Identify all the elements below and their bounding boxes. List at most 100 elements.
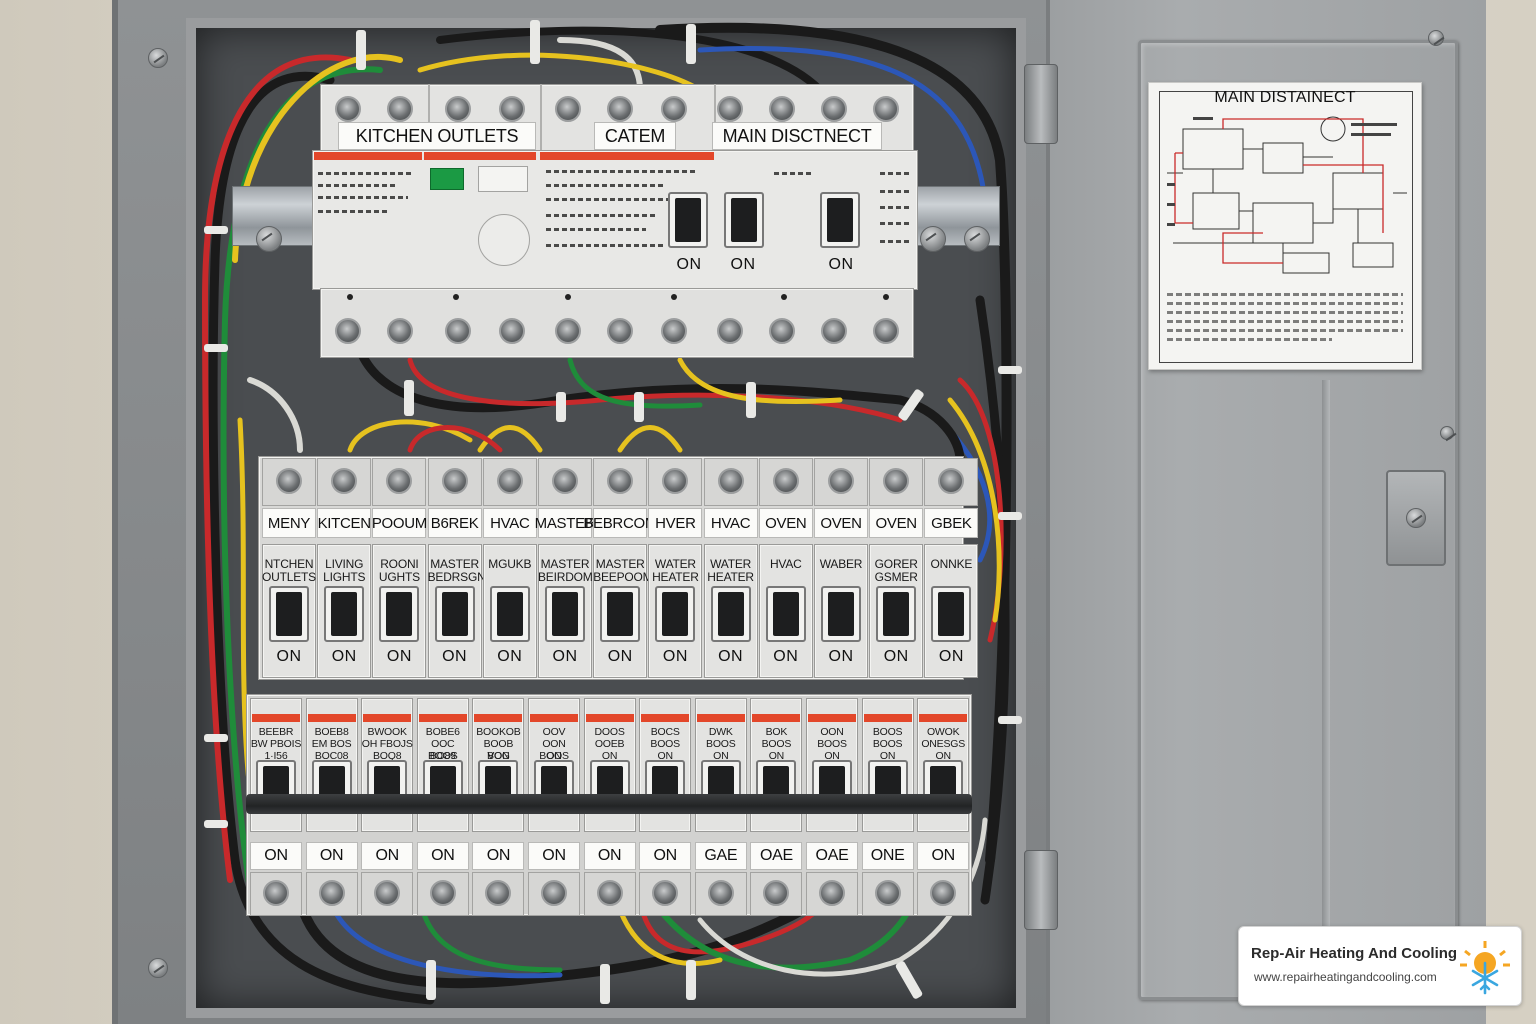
toggle-lever[interactable] <box>772 592 799 636</box>
terminal-screw-icon <box>541 880 567 906</box>
terminal-cell <box>372 458 427 506</box>
breaker-toggle-switch[interactable] <box>269 586 309 642</box>
brand-watermark[interactable]: Rep-Air Heating And Cooling www.repairhe… <box>1238 926 1522 1006</box>
printed-rating-text <box>546 198 686 201</box>
diagram-notes <box>1167 287 1403 347</box>
screw-icon <box>148 48 168 68</box>
breaker-description-line1: ONNKE <box>930 557 973 571</box>
breaker-rating-text: ON <box>879 750 896 762</box>
breaker-toggle-switch[interactable] <box>668 192 708 248</box>
printed-rating-text <box>318 172 412 175</box>
clip-hole <box>453 294 459 300</box>
terminal-screw-icon <box>499 318 525 344</box>
breaker-description-line1: MASTER <box>430 557 479 571</box>
printed-rating-text <box>880 172 910 175</box>
toggle-lever[interactable] <box>607 592 634 636</box>
toggle-lever[interactable] <box>827 198 853 242</box>
breaker-rating-text: OH FBOJS <box>361 738 413 750</box>
breaker-state-label: ON <box>497 648 523 665</box>
printed-rating-text <box>546 214 656 217</box>
breaker-toggle-switch[interactable] <box>876 586 917 642</box>
breaker-state-label: ON <box>828 256 854 273</box>
brand-url[interactable]: www.repairheatingandcooling.com <box>1254 970 1437 984</box>
red-indicator-strip <box>808 714 856 722</box>
terminal-cell <box>538 458 592 506</box>
terminal-screw-icon <box>763 880 790 906</box>
terminal-screw-icon <box>331 468 358 494</box>
printed-rating-text <box>546 184 666 187</box>
toggle-lever[interactable] <box>276 592 302 636</box>
breaker-toggle-switch[interactable] <box>434 586 475 642</box>
breaker-toggle-switch[interactable] <box>324 586 365 642</box>
breaker-state-label: ONE <box>861 842 914 870</box>
toggle-lever[interactable] <box>331 592 358 636</box>
toggle-lever[interactable] <box>386 592 413 636</box>
red-indicator-strip <box>418 714 467 722</box>
breaker-rating-text: OOC BOOS <box>428 738 458 762</box>
breaker-toggle-switch[interactable] <box>820 192 860 248</box>
red-indicator-strip <box>585 714 634 722</box>
breaker-toggle-switch[interactable] <box>489 586 530 642</box>
terminal-screw-icon <box>485 880 512 906</box>
breaker-rating-text: BOOKOB <box>476 726 521 738</box>
toggle-lever[interactable] <box>441 592 468 636</box>
terminal-screw-icon <box>769 318 795 344</box>
circuit-label: MAIN DISCTNECT <box>712 122 882 150</box>
breaker-rating-text: OWOK <box>926 726 960 738</box>
red-indicator-strip <box>363 714 412 722</box>
breaker-description-line1: ROONI <box>380 557 419 571</box>
green-test-button[interactable] <box>430 168 464 190</box>
clip-hole <box>565 294 571 300</box>
terminal-screw-icon <box>496 468 523 494</box>
breaker-toggle-switch[interactable] <box>724 192 764 248</box>
toggle-lever[interactable] <box>731 198 757 242</box>
toggle-lever[interactable] <box>938 592 965 636</box>
terminal-cell <box>250 872 302 916</box>
printed-rating-text <box>318 184 398 187</box>
breaker-description-line2: LIGHTS <box>323 570 366 584</box>
screw-icon <box>1440 426 1454 440</box>
terminal-screw-icon <box>263 880 289 906</box>
circuit-label: KITCHEN OUTLETS <box>338 122 536 150</box>
breaker-rating-text: BOOS <box>706 738 736 750</box>
breaker-rating-text: BWOOK <box>367 726 407 738</box>
terminal-screw-icon <box>607 318 633 344</box>
breaker-state-label: ON <box>718 648 744 665</box>
toggle-lever[interactable] <box>675 198 701 242</box>
terminal-screw-icon <box>769 96 795 122</box>
breaker-rating-text: BOOS <box>761 738 792 750</box>
breaker-rating-text: BOBE6 <box>425 726 460 738</box>
screw-icon <box>148 958 168 978</box>
red-indicator-strip <box>540 152 714 160</box>
screw-icon <box>1428 30 1444 46</box>
door-latch[interactable] <box>1386 470 1446 566</box>
toggle-lever[interactable] <box>883 592 910 636</box>
terminal-screw-icon <box>387 318 413 344</box>
terminal-screw-icon <box>387 96 413 122</box>
breaker-toggle-switch[interactable] <box>821 586 861 642</box>
toggle-lever[interactable] <box>828 592 854 636</box>
breaker-rating-text: BOOS <box>872 726 903 738</box>
toggle-lever[interactable] <box>662 592 689 636</box>
breaker-toggle-switch[interactable] <box>765 586 806 642</box>
red-indicator-strip <box>314 152 422 160</box>
breaker-description-line1: NTCHEN <box>264 557 314 571</box>
breaker-toggle-switch[interactable] <box>655 586 696 642</box>
toggle-lever[interactable] <box>552 592 578 636</box>
breaker-rating-text: ON <box>546 750 562 762</box>
breaker-description-line1: WATER <box>710 557 752 571</box>
breaker-rating-text: BOOB BOG <box>483 738 514 762</box>
toggle-lever[interactable] <box>496 592 523 636</box>
breaker-state-label: ON <box>773 648 799 665</box>
terminal-screw-icon <box>335 318 361 344</box>
breaker-toggle-switch[interactable] <box>710 586 751 642</box>
breaker-toggle-switch[interactable] <box>931 586 972 642</box>
printed-rating-text <box>546 170 696 173</box>
breaker-state-label: ON <box>276 648 302 665</box>
breaker-description-line2: HEATER <box>707 570 754 584</box>
breaker-toggle-switch[interactable] <box>379 586 420 642</box>
terminal-screw-icon <box>821 96 847 122</box>
toggle-lever[interactable] <box>717 592 744 636</box>
breaker-toggle-switch[interactable] <box>600 586 641 642</box>
breaker-toggle-switch[interactable] <box>545 586 585 642</box>
